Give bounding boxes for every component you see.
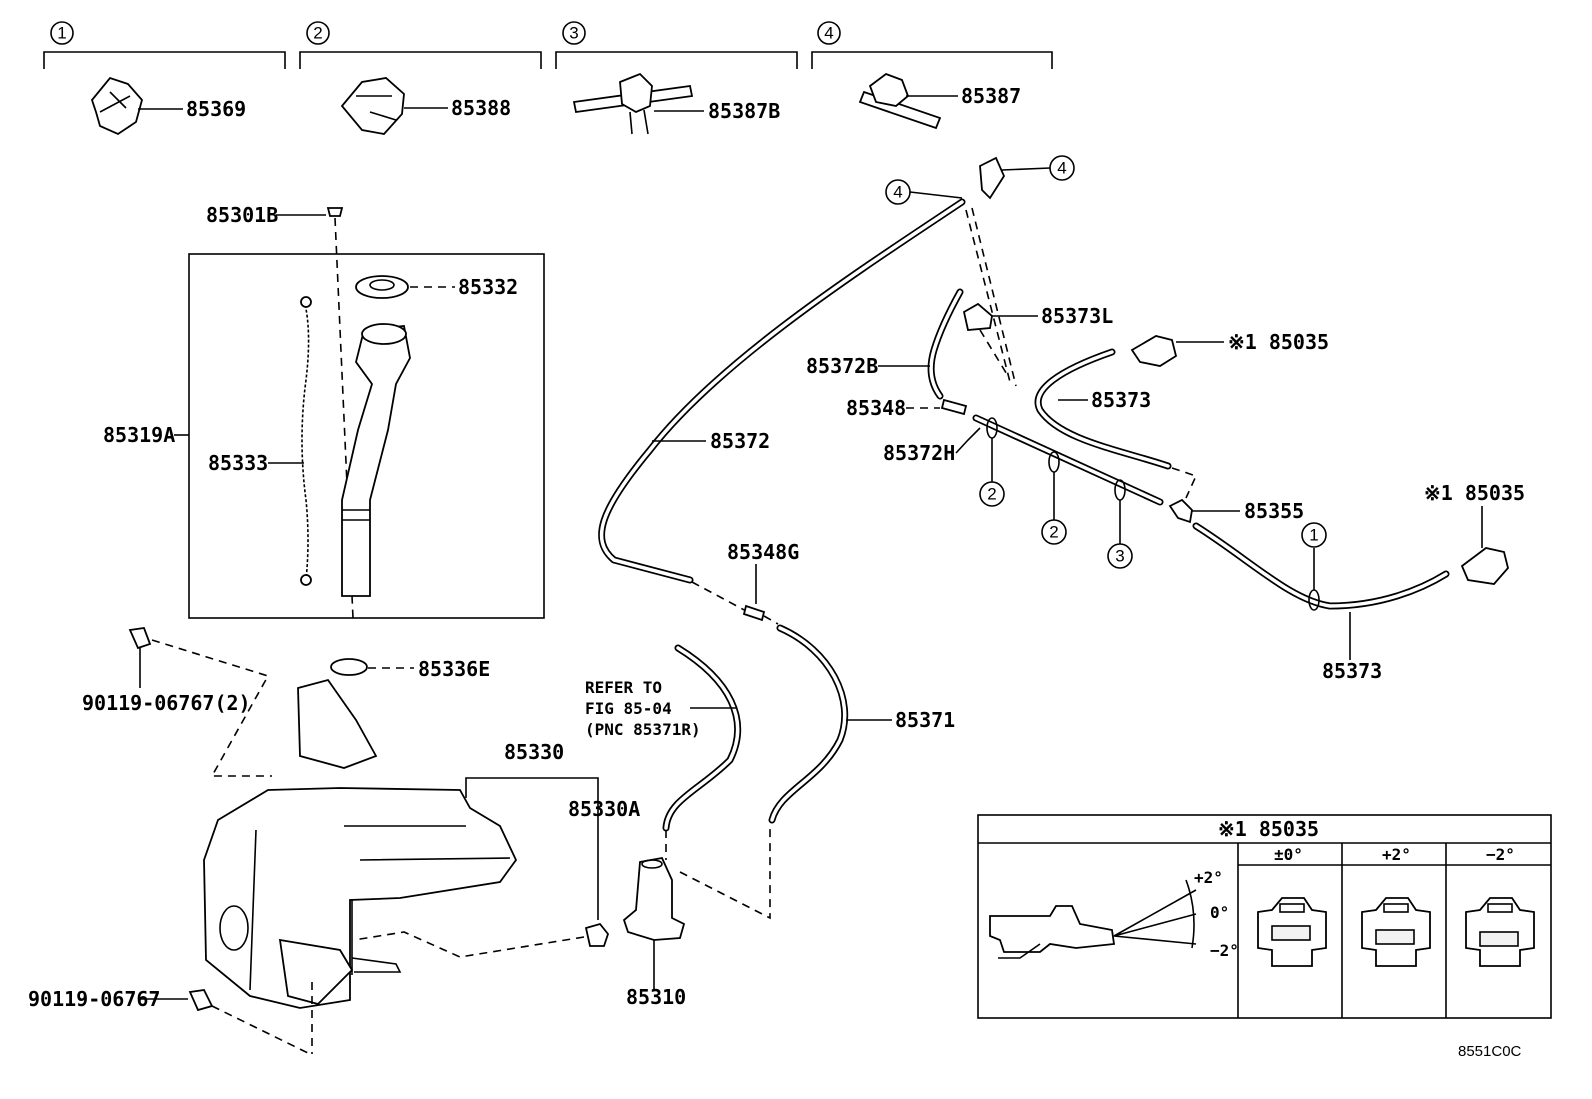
inset-title: ※1 85035 bbox=[1218, 817, 1319, 841]
label-85387: 85387 bbox=[961, 84, 1021, 108]
label-85373L: 85373L bbox=[1041, 304, 1113, 328]
label-85035-lower: ※1 85035 bbox=[1424, 481, 1525, 505]
inlet-pipe bbox=[341, 323, 411, 597]
callout-3: 3 bbox=[1107, 479, 1133, 569]
refer-line-1: REFER TO bbox=[585, 678, 662, 697]
group-header-3: 3 bbox=[555, 21, 798, 69]
pump-85310: 85310 bbox=[622, 826, 771, 1009]
label-85369: 85369 bbox=[186, 97, 246, 121]
callout-2b: 2 bbox=[1041, 451, 1067, 545]
label-90119-06767-2: 90119-06767(2) bbox=[82, 691, 251, 715]
label-85373-lower: 85373 bbox=[1322, 659, 1382, 683]
refer-line-3: (PNC 85371R) bbox=[585, 720, 701, 739]
label-85333: 85333 bbox=[208, 451, 268, 475]
connector-85355: 85355 bbox=[1168, 498, 1304, 524]
svg-text:3: 3 bbox=[1115, 547, 1124, 566]
group-number-2: 2 bbox=[313, 24, 322, 43]
label-85373-upper: 85373 bbox=[1091, 388, 1151, 412]
label-85348: 85348 bbox=[846, 396, 906, 420]
label-85330A: 85330A bbox=[568, 797, 640, 821]
svg-text:2: 2 bbox=[1049, 523, 1058, 542]
label-85355: 85355 bbox=[1244, 499, 1304, 523]
inset-connector-minus2 bbox=[1465, 897, 1535, 967]
hose-85373-upper: 85373 bbox=[1034, 348, 1198, 499]
label-85035-upper: ※1 85035 bbox=[1228, 330, 1329, 354]
label-85301B: 85301B bbox=[206, 203, 278, 227]
nozzle-85035-upper: ※1 85035 bbox=[1130, 330, 1329, 367]
callout-2a: 2 bbox=[979, 417, 1005, 507]
angle-plus-2: +2° bbox=[1194, 868, 1223, 887]
clip-85388: 85388 bbox=[340, 77, 511, 135]
joint-85348G: 85348G bbox=[691, 540, 799, 625]
label-90119-06767: 90119-06767 bbox=[28, 987, 160, 1011]
inset-connector-plus2 bbox=[1361, 897, 1431, 967]
label-85372B: 85372B bbox=[806, 354, 878, 378]
seal-85336E: 85336E bbox=[330, 657, 490, 681]
label-85388: 85388 bbox=[451, 96, 511, 120]
group-number-1: 1 bbox=[57, 24, 66, 43]
assembly-box-85319A bbox=[188, 253, 545, 619]
inset-col-minus2: −2° bbox=[1486, 845, 1515, 864]
hose-85373-lower: 1 85373 bbox=[1192, 522, 1450, 683]
inset-nozzle-side-view: +2° 0° −2° bbox=[989, 868, 1239, 960]
hose-85372H: 85372H bbox=[883, 414, 1164, 506]
label-85330: 85330 bbox=[504, 740, 564, 764]
label-85332: 85332 bbox=[458, 275, 518, 299]
group-header-4: 4 bbox=[811, 21, 1053, 69]
label-group-85330: 85330 85330A bbox=[353, 740, 640, 958]
group-number-4: 4 bbox=[824, 24, 833, 43]
clip-85387: 85387 bbox=[858, 72, 1021, 130]
cap-85332: 85332 bbox=[355, 275, 518, 299]
bolt-85301B: 85301B bbox=[206, 203, 354, 619]
refer-line-2: FIG 85-04 bbox=[585, 699, 672, 718]
tank-85330 bbox=[203, 678, 518, 1009]
inset-connector-0 bbox=[1257, 897, 1327, 967]
hose-85371: 85371 bbox=[768, 624, 955, 824]
callout-4a: 4 bbox=[885, 179, 963, 205]
bolt-90119-lower: 90119-06767 bbox=[28, 982, 313, 1055]
joint-85348: 85348 bbox=[846, 396, 968, 420]
clip-85373L: 85373L bbox=[962, 302, 1113, 377]
angle-zero: 0° bbox=[1210, 903, 1229, 922]
label-85387B: 85387B bbox=[708, 99, 780, 123]
figure-code: 8551C0C bbox=[1458, 1043, 1522, 1060]
callout-4b: 4 bbox=[965, 155, 1075, 387]
svg-text:4: 4 bbox=[1057, 159, 1066, 178]
group-header-1: 1 bbox=[43, 21, 286, 69]
inset-nozzle-angle-table: ※1 85035 ±0° +2° −2° +2° 0° −2° bbox=[977, 814, 1552, 1019]
bolt-90119-upper: 90119-06767(2) bbox=[82, 627, 272, 777]
label-85372: 85372 bbox=[710, 429, 770, 453]
clip-85369: 85369 bbox=[90, 76, 246, 136]
inset-col-0: ±0° bbox=[1274, 845, 1303, 864]
svg-text:2: 2 bbox=[987, 485, 996, 504]
label-85319A: 85319A bbox=[103, 423, 175, 447]
label-85310: 85310 bbox=[626, 985, 686, 1009]
label-85372H: 85372H bbox=[883, 441, 955, 465]
hose-85372B: 85372B bbox=[806, 288, 964, 400]
group-header-2: 2 bbox=[299, 21, 542, 69]
callout-1: 1 bbox=[1309, 526, 1318, 545]
hose-85372: 85372 bbox=[598, 198, 966, 584]
clip-85387B: 85387B bbox=[572, 72, 780, 135]
strap-85333: 85333 bbox=[208, 296, 312, 586]
label-85348G: 85348G bbox=[727, 540, 799, 564]
angle-minus-2: −2° bbox=[1210, 941, 1239, 960]
group-number-3: 3 bbox=[569, 24, 578, 43]
label-85371: 85371 bbox=[895, 708, 955, 732]
svg-text:4: 4 bbox=[893, 183, 902, 202]
label-85336E: 85336E bbox=[418, 657, 490, 681]
hose-refer: REFER TO FIG 85-04 (PNC 85371R) bbox=[585, 644, 742, 832]
inset-col-plus2: +2° bbox=[1382, 845, 1411, 864]
nozzle-85035-lower: ※1 85035 bbox=[1424, 481, 1525, 585]
